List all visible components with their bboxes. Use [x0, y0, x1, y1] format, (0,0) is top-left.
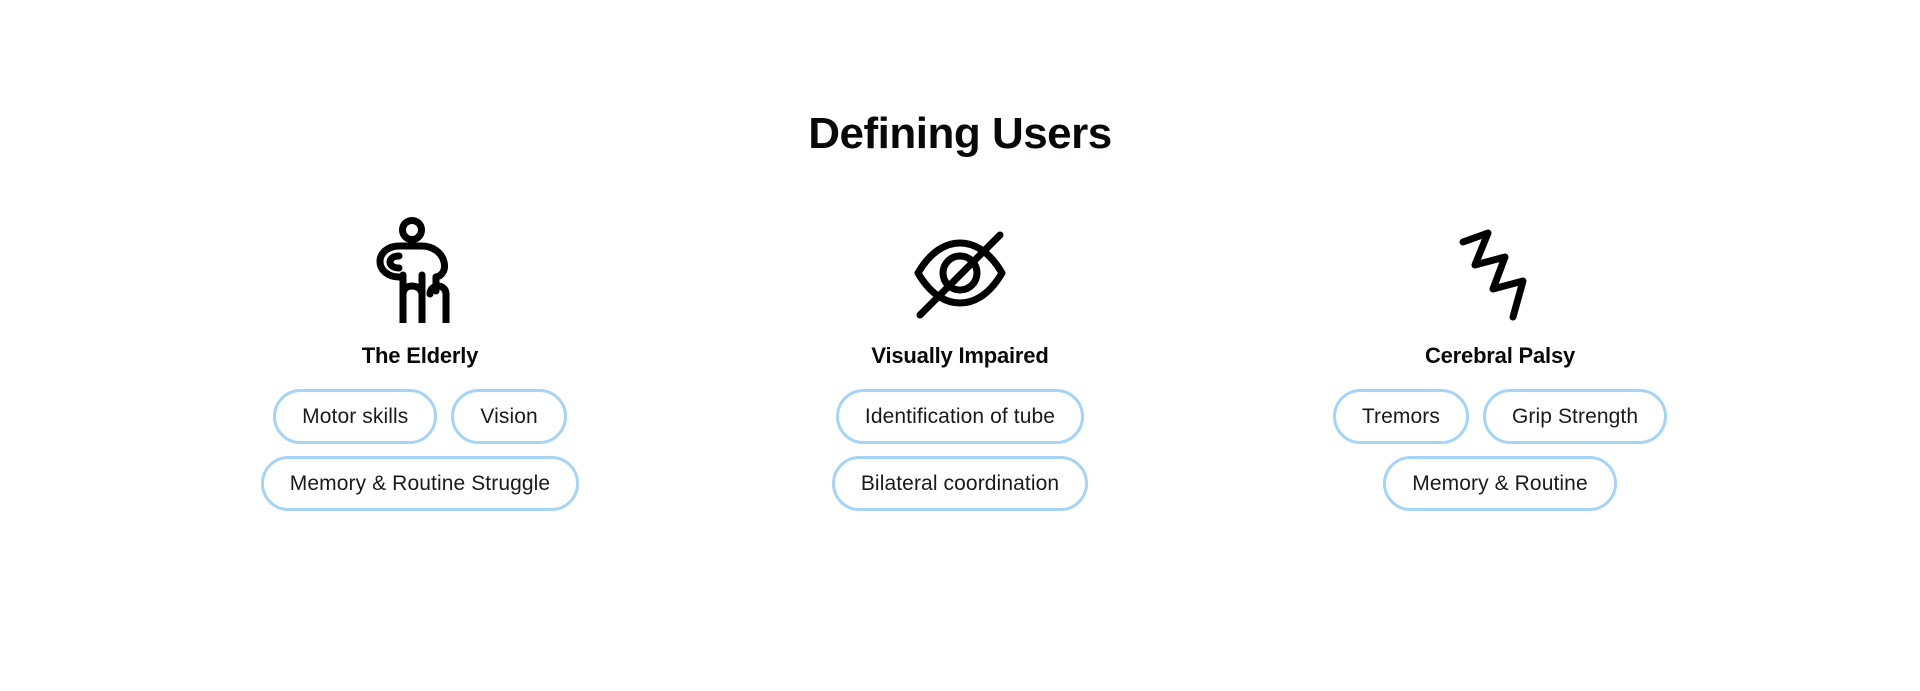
attribute-pill[interactable]: Vision [451, 389, 567, 444]
eye-off-icon [908, 205, 1012, 323]
attribute-pill-group: Motor skills Vision Memory & Routine Str… [150, 389, 690, 511]
attribute-pill-row: Identification of tube [835, 389, 1085, 444]
user-group-heading: The Elderly [361, 343, 479, 368]
attribute-pill[interactable]: Grip Strength [1482, 389, 1668, 444]
attribute-pill[interactable]: Memory & Routine [1383, 456, 1617, 511]
user-group-visually-impaired: Visually Impaired Identification of tube… [690, 205, 1230, 511]
attribute-pill[interactable]: Memory & Routine Struggle [260, 456, 580, 511]
attribute-pill[interactable]: Tremors [1332, 389, 1469, 444]
attribute-pill-row: Bilateral coordination [831, 456, 1089, 511]
attribute-pill[interactable]: Motor skills [273, 389, 438, 444]
user-group-cerebral-palsy: Cerebral Palsy Tremors Grip Strength Mem… [1230, 205, 1770, 511]
attribute-pill-row: Memory & Routine Struggle [260, 456, 580, 511]
page-title: Defining Users [808, 109, 1112, 158]
elderly-person-with-cane-icon [372, 205, 468, 323]
attribute-pill-row: Memory & Routine [1383, 456, 1617, 511]
attribute-pill-group: Identification of tube Bilateral coordin… [690, 389, 1230, 511]
user-group-the-elderly: The Elderly Motor skills Vision Memory &… [150, 205, 690, 511]
attribute-pill[interactable]: Bilateral coordination [831, 456, 1089, 511]
attribute-pill[interactable]: Identification of tube [835, 389, 1085, 444]
user-group-heading: Cerebral Palsy [1424, 343, 1576, 368]
attribute-pill-row: Tremors Grip Strength [1332, 389, 1668, 444]
tremor-zigzag-icon [1457, 205, 1543, 323]
attribute-pill-group: Tremors Grip Strength Memory & Routine [1230, 389, 1770, 511]
attribute-pill-row: Motor skills Vision [273, 389, 567, 444]
user-groups-container: The Elderly Motor skills Vision Memory &… [0, 205, 1920, 511]
user-group-heading: Visually Impaired [871, 343, 1049, 368]
